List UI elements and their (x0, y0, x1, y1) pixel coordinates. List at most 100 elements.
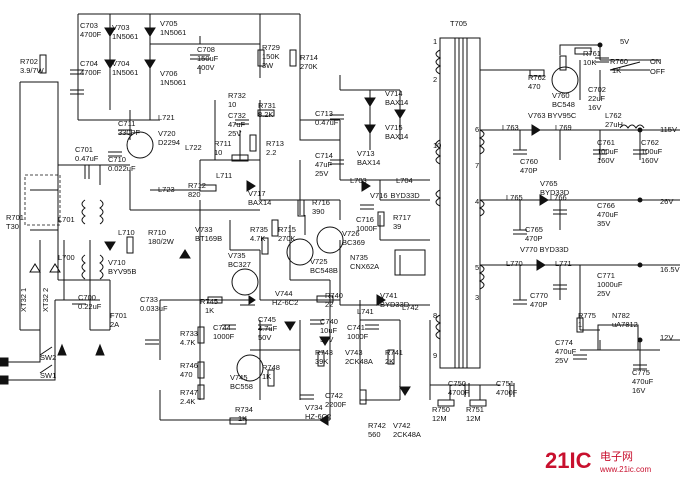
label-l703: L703 (350, 176, 367, 185)
label-l770: L770 (506, 259, 523, 268)
rail-labels: 5V ON OFF 115V 26V 16.5V 12V (620, 37, 680, 342)
rail-12v: 12V (660, 333, 673, 342)
wires (0, 13, 680, 421)
pin-9: 9 (433, 351, 437, 360)
rail-on: ON (650, 57, 661, 66)
label-xt32-2: XT32 2 (41, 288, 50, 312)
label-l710: L710 (118, 228, 135, 237)
pin-1: 1 (433, 37, 437, 46)
pin-3: 3 (475, 293, 479, 302)
label-xt32-1: XT32 1 (19, 288, 28, 312)
pin-4: 4 (475, 197, 479, 206)
label-l766: L766 (550, 193, 567, 202)
label-l742: L742 (402, 303, 419, 312)
transformer-pins: 1 2 3 4 5 6 7 8 9 10 (433, 37, 479, 360)
pin-6: 6 (475, 125, 479, 134)
pin-10: 10 (433, 141, 441, 150)
label-l723: L723 (158, 185, 175, 194)
label-l704: L704 (396, 176, 413, 185)
label-l765: L765 (506, 193, 523, 202)
watermark-url: www.21ic.com (599, 465, 651, 474)
label-l769: L769 (555, 123, 572, 132)
watermark-cn: 电子网 (600, 450, 633, 463)
pin-7: 7 (475, 161, 479, 170)
label-l722: L722 (185, 143, 202, 152)
label-t705: T705 (450, 19, 467, 28)
rail-115v: 115V (660, 125, 677, 134)
rail-16-5v: 16.5V (660, 265, 680, 274)
label-l763: L763 (502, 123, 519, 132)
pin-8: 8 (433, 311, 437, 320)
symbols (0, 27, 650, 426)
rail-5v: 5V (620, 37, 629, 46)
label-l721: L721 (158, 113, 175, 122)
